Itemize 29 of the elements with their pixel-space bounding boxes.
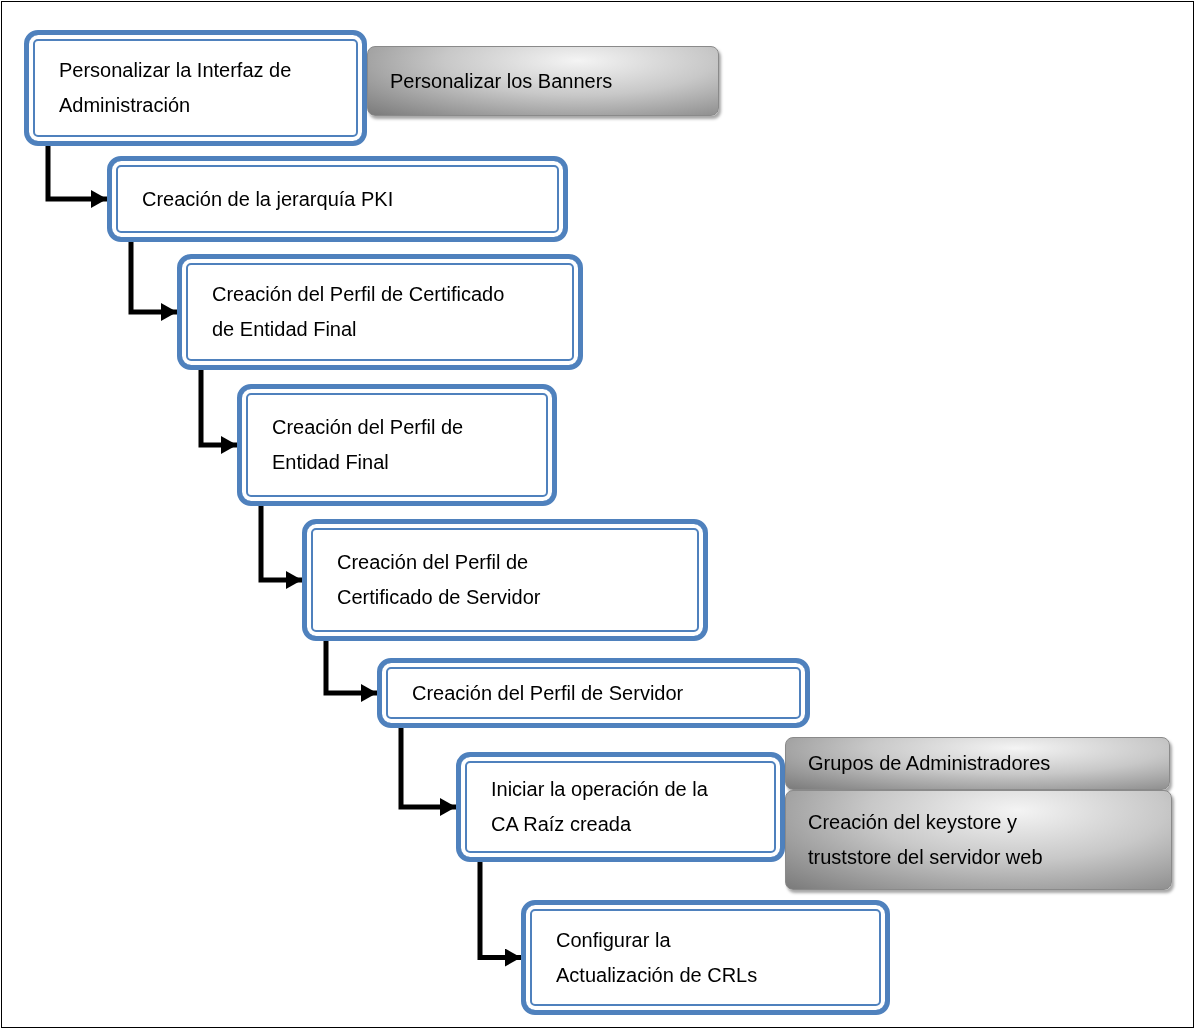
- arrow: [477, 862, 521, 967]
- arrow: [128, 242, 177, 321]
- shaded-box: [367, 46, 719, 116]
- arrow: [323, 641, 377, 702]
- arrow: [398, 728, 456, 816]
- box-text: Personalizar los Banners: [390, 68, 613, 94]
- process-box: [24, 30, 367, 146]
- process-box: [456, 752, 785, 862]
- process-box: [302, 519, 708, 641]
- shaded-box: [785, 737, 1170, 790]
- process-box: [377, 658, 810, 728]
- process-box: [177, 254, 583, 370]
- arrow: [198, 370, 237, 454]
- process-box: [107, 156, 568, 242]
- process-box: [237, 384, 557, 506]
- box-text: Creación del Perfil de Servidor: [412, 680, 684, 706]
- arrow: [45, 146, 107, 208]
- box-text: Iniciar la operación de la CA Raíz creada: [491, 777, 709, 837]
- shaded-box: [785, 790, 1172, 890]
- box-text: Creación del keystore y truststore del servidor web: [808, 810, 1044, 870]
- box-text: Creación de la jerarquía PKI: [142, 186, 394, 212]
- box-text: Personalizar la Interfaz de Administración: [59, 58, 293, 118]
- arrow: [258, 506, 302, 589]
- box-text: Creación del Perfil de Certificado de Entidad Final: [212, 282, 506, 342]
- box-text: Grupos de Administradores: [808, 751, 1051, 776]
- box-text: Configurar la Actualización de CRLs: [556, 927, 759, 988]
- process-box: [521, 900, 890, 1015]
- box-text: Creación del Perfil de Entidad Final: [272, 415, 465, 475]
- box-text: Creación del Perfil de Certificado de Servidor: [337, 550, 542, 610]
